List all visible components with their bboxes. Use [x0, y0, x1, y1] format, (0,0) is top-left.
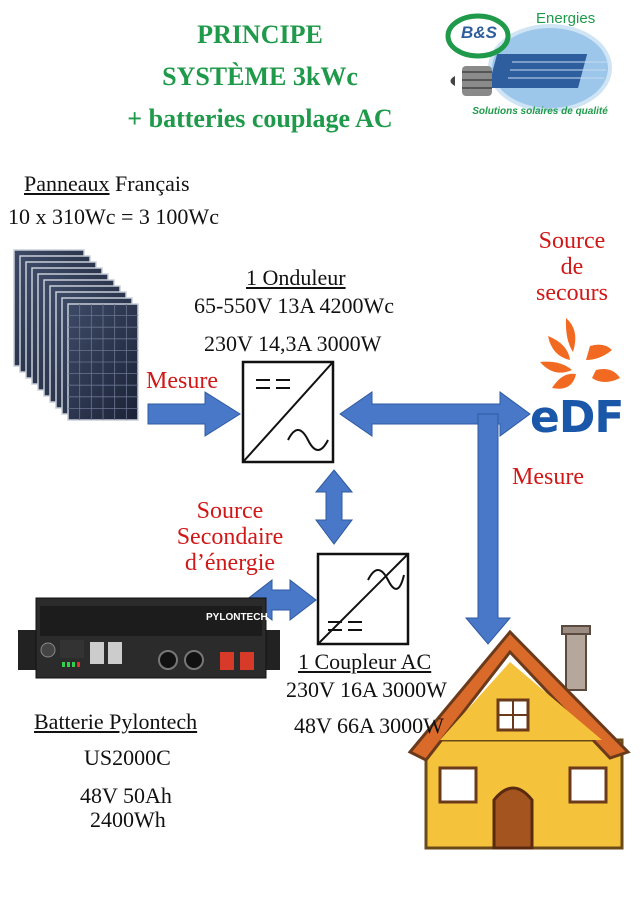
panels-heading: Panneaux Français	[24, 171, 190, 196]
coupler-symbol	[316, 552, 410, 646]
house-image	[407, 625, 631, 850]
mesure-label-right: Mesure	[512, 464, 584, 490]
arrow-panels-to-inverter	[147, 391, 241, 437]
solar-panels-image	[13, 249, 139, 421]
coupler-spec1: 230V 16A 3000W	[286, 677, 447, 702]
logo-tagline: Solutions solaires de qualité	[472, 106, 608, 117]
mesure-label-left: Mesure	[146, 368, 218, 394]
inverter-heading: 1 Onduleur	[246, 265, 346, 290]
inverter-spec2: 230V 14,3A 3000W	[204, 331, 382, 356]
arrow-inverter-coupler	[314, 469, 354, 545]
logo-brand: B&S	[461, 23, 497, 42]
inverter-symbol	[241, 360, 335, 464]
page-title-line2: SYSTÈME 3kWc	[162, 62, 358, 91]
battery-spec2: 2400Wh	[90, 807, 166, 832]
arrow-down-to-house	[464, 413, 512, 645]
edf-logo	[540, 318, 620, 389]
arrow-inverter-edf	[339, 391, 531, 437]
edf-logo-text: eDF	[530, 392, 624, 443]
page-title-line3: + batteries couplage AC	[127, 104, 393, 133]
battery-model: US2000C	[84, 745, 171, 770]
battery-image	[18, 597, 280, 679]
coupler-heading: 1 Coupleur AC	[298, 649, 432, 674]
logo-energies: Energies	[536, 10, 596, 27]
company-logo: B&S Energies Solutions solaires de quali…	[440, 6, 625, 126]
coupler-spec2: 48V 66A 3000W	[294, 713, 444, 738]
inverter-spec1: 65-550V 13A 4200Wc	[194, 293, 395, 318]
battery-heading: Batterie Pylontech	[34, 709, 198, 734]
battery-device-brand: PYLONTECH	[206, 612, 268, 623]
panels-spec: 10 x 310Wc = 3 100Wc	[8, 204, 219, 229]
battery-spec1: 48V 50Ah	[80, 783, 172, 808]
page-title-line1: PRINCIPE	[197, 20, 323, 49]
